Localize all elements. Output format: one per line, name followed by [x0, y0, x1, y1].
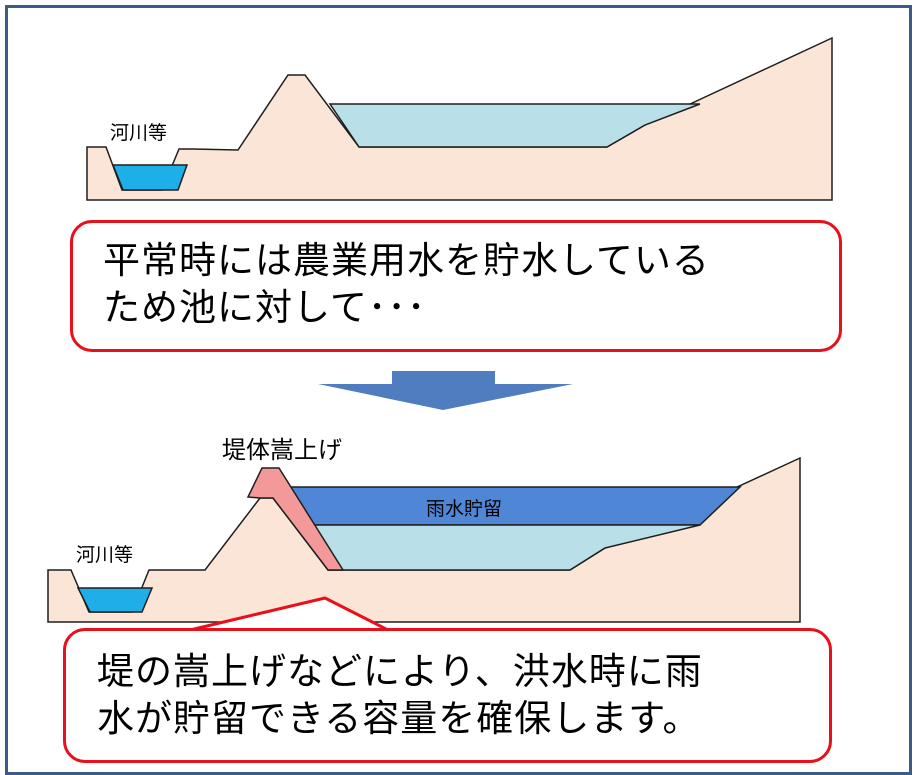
- bottom-rain-storage: [280, 486, 742, 526]
- bottom-river-label: 河川等: [76, 544, 134, 566]
- bottom-cross-section: [47, 456, 801, 632]
- embankment-label: 堤体嵩上げ: [222, 436, 342, 464]
- callout-top-line1: 平常時には農業用水を貯水している: [103, 239, 710, 282]
- rain-storage-label: 雨水貯留: [426, 498, 503, 520]
- bottom-river-water: [76, 587, 154, 613]
- callout-bottom-line1: 堤の嵩上げなどにより、洪水時に雨: [97, 650, 703, 693]
- callout-top: 平常時には農業用水を貯水している ため池に対して･･･: [70, 220, 842, 352]
- callout-bottom-line2: 水が貯留できる容量を確保します。: [97, 697, 701, 740]
- raised-embankment: [246, 467, 345, 571]
- top-river-water: [111, 164, 189, 191]
- top-stored-water: [328, 103, 701, 148]
- callout-top-line2: ため池に対して･･･: [103, 286, 427, 329]
- top-cross-section: [86, 36, 833, 201]
- down-arrow: [318, 371, 573, 410]
- callout-bottom: 堤の嵩上げなどにより、洪水時に雨 水が貯留できる容量を確保します。: [63, 628, 832, 763]
- top-river-label: 河川等: [110, 122, 168, 144]
